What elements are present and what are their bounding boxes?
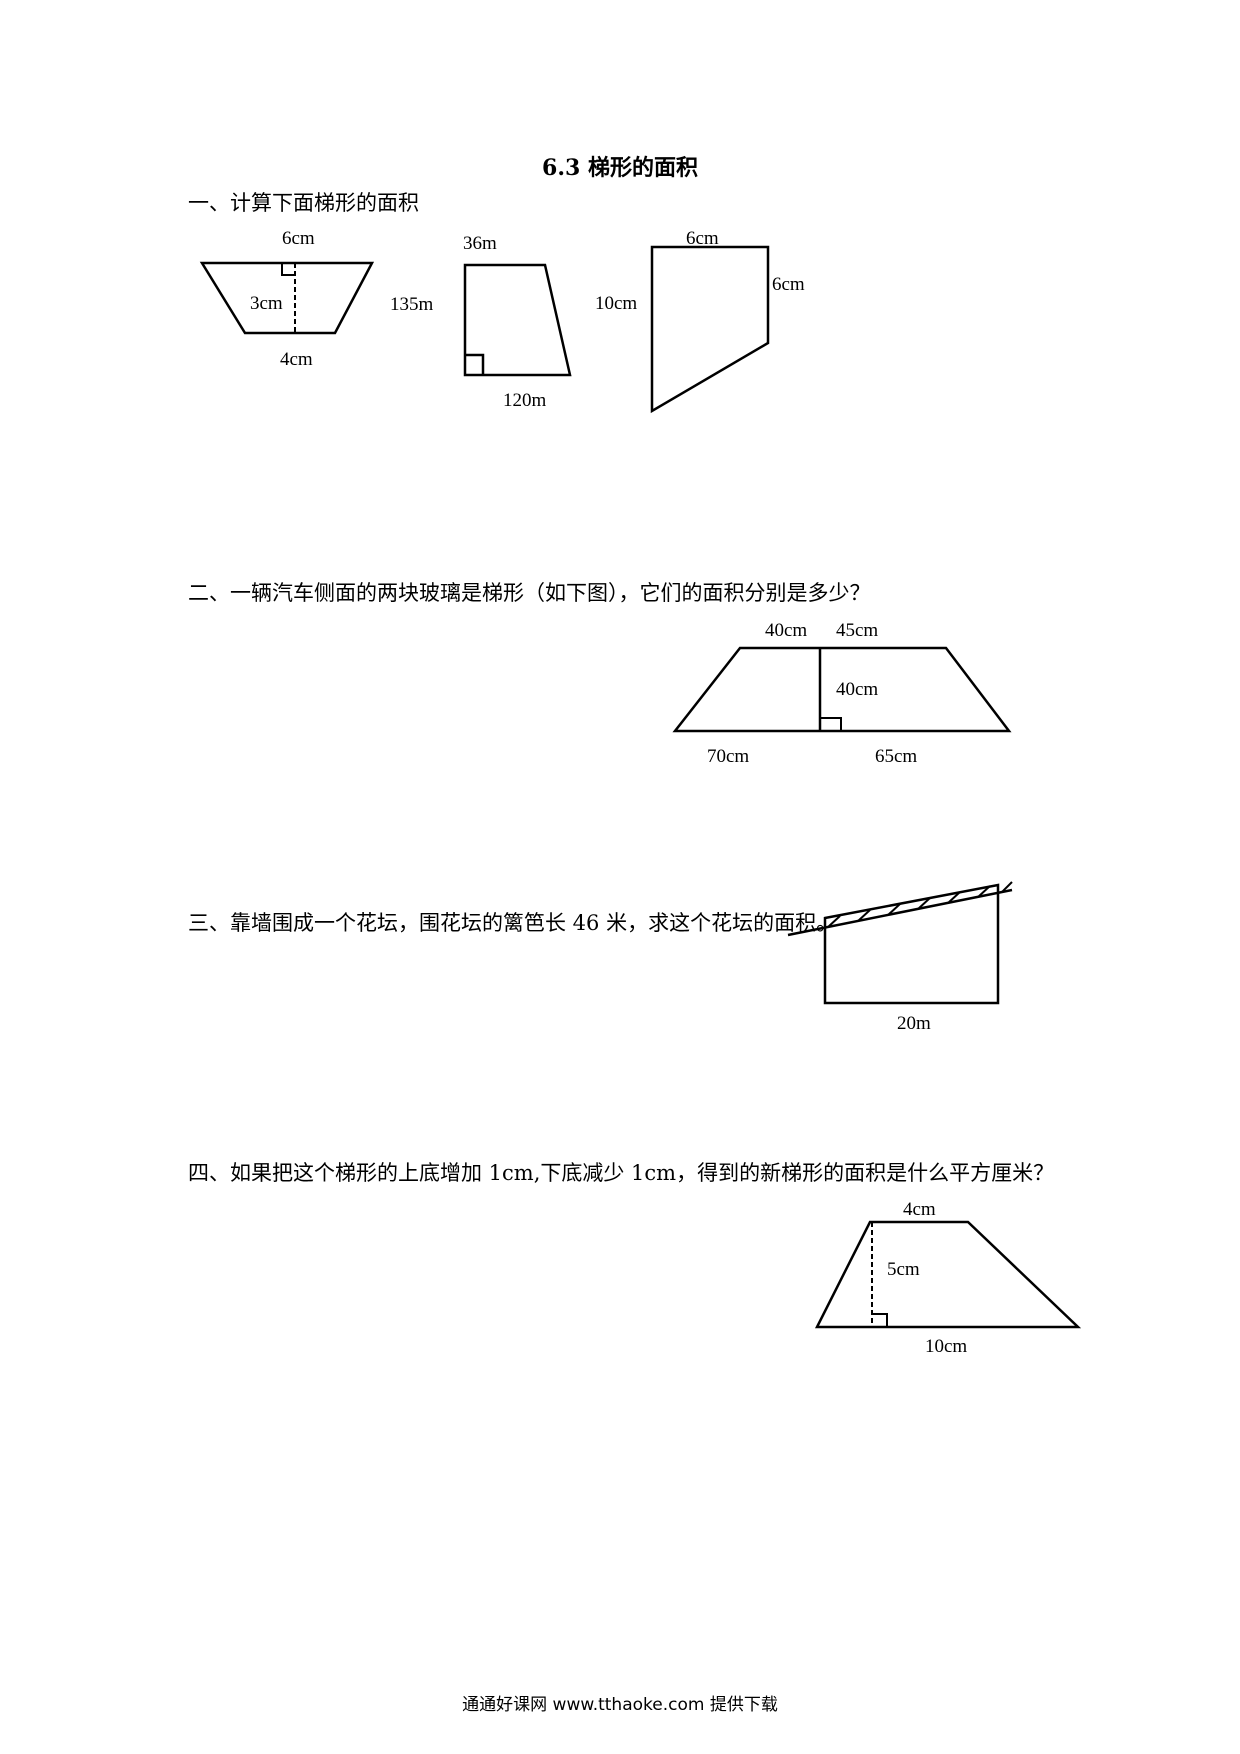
fig2-top-right-label: 45cm [836,620,878,641]
fig1b-bottom-label: 120m [503,390,547,411]
fig1a-bottom-label: 4cm [280,349,313,370]
trapezoid-figure-1b: 36m 135m 120m [390,233,572,411]
fig1c-right-label: 6cm [772,274,805,295]
trapezoid-figure-1c: 6cm 6cm 10cm [595,228,805,414]
fig2-top-left-label: 40cm [765,620,807,641]
fig1c-top-label: 6cm [686,228,719,249]
trapezoid-figure-1a: 6cm 3cm 4cm [199,228,375,370]
trapezoid-figure-4: 4cm 5cm 10cm [814,1199,1082,1357]
question-3: 三、靠墙围成一个花坛，围花坛的篱笆长 46 米，求这个花坛的面积。 [188,911,838,935]
page-footer: 通通好课网 www.tthaoke.com 提供下载 [462,1695,778,1715]
fig1b-height-label: 135m [390,294,434,315]
fig2-height-label: 40cm [836,679,878,700]
fig1b-top-label: 36m [463,233,497,254]
fig4-bottom-label: 10cm [925,1336,967,1357]
wall-hatching [827,881,1013,928]
fig2-bottom-left-label: 70cm [707,746,749,767]
fig1a-top-label: 6cm [282,228,315,249]
car-window-figure: 40cm 45cm 40cm 70cm 65cm [672,620,1012,767]
flower-bed-figure: 20m [787,881,1013,1034]
question-1: 一、计算下面梯形的面积 [188,191,419,215]
fig3-bottom-label: 20m [897,1013,931,1034]
page-title: 6.3 梯形的面积 [542,155,698,181]
fig2-bottom-right-label: 65cm [875,746,917,767]
fig1c-left-label: 10cm [595,293,637,314]
question-2: 二、一辆汽车侧面的两块玻璃是梯形（如下图），它们的面积分别是多少？ [188,581,871,605]
fig1a-height-label: 3cm [250,293,283,314]
question-4: 四、如果把这个梯形的上底增加 1cm,下底减少 1cm，得到的新梯形的面积是什么… [188,1161,1055,1185]
fig4-height-label: 5cm [887,1259,920,1280]
fig4-top-label: 4cm [903,1199,936,1220]
